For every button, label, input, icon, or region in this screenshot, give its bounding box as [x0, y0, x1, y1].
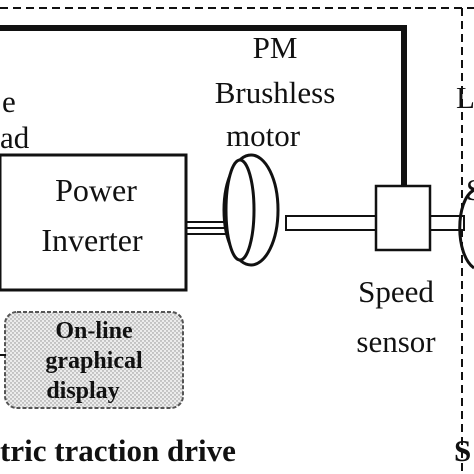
display-box — [4, 311, 184, 409]
inverter-label-line2: Inverter — [41, 222, 143, 258]
left-cut-text-2: ad — [0, 120, 30, 155]
footer-label: tric traction drive — [0, 433, 236, 468]
system-boundary-dashed — [415, 7, 474, 474]
right-cut-text-mid: S — [466, 172, 474, 207]
pm-motor-shape — [222, 153, 280, 267]
display-label-line1: On-line — [55, 318, 133, 344]
left-cut-text-1: e — [2, 84, 16, 119]
display-label-line2: graphical — [45, 348, 143, 374]
speed-sensor-box — [374, 184, 432, 252]
motor-label-line1: PM — [253, 30, 298, 65]
display-label-line3: display — [46, 378, 119, 404]
load-disc-partial — [458, 188, 474, 270]
motor-label-line2: Brushless — [215, 75, 336, 110]
inverter-label-line1: Power — [55, 172, 137, 208]
sensor-label-line1: Speed — [358, 274, 434, 309]
right-cut-text-top: L — [456, 80, 474, 115]
footer-cut-right: S — [454, 433, 471, 468]
sensor-label-line2: sensor — [356, 324, 436, 359]
speed-feedback-line — [0, 25, 407, 186]
motor-label-line3: motor — [226, 118, 301, 153]
motor-shaft — [285, 215, 377, 231]
